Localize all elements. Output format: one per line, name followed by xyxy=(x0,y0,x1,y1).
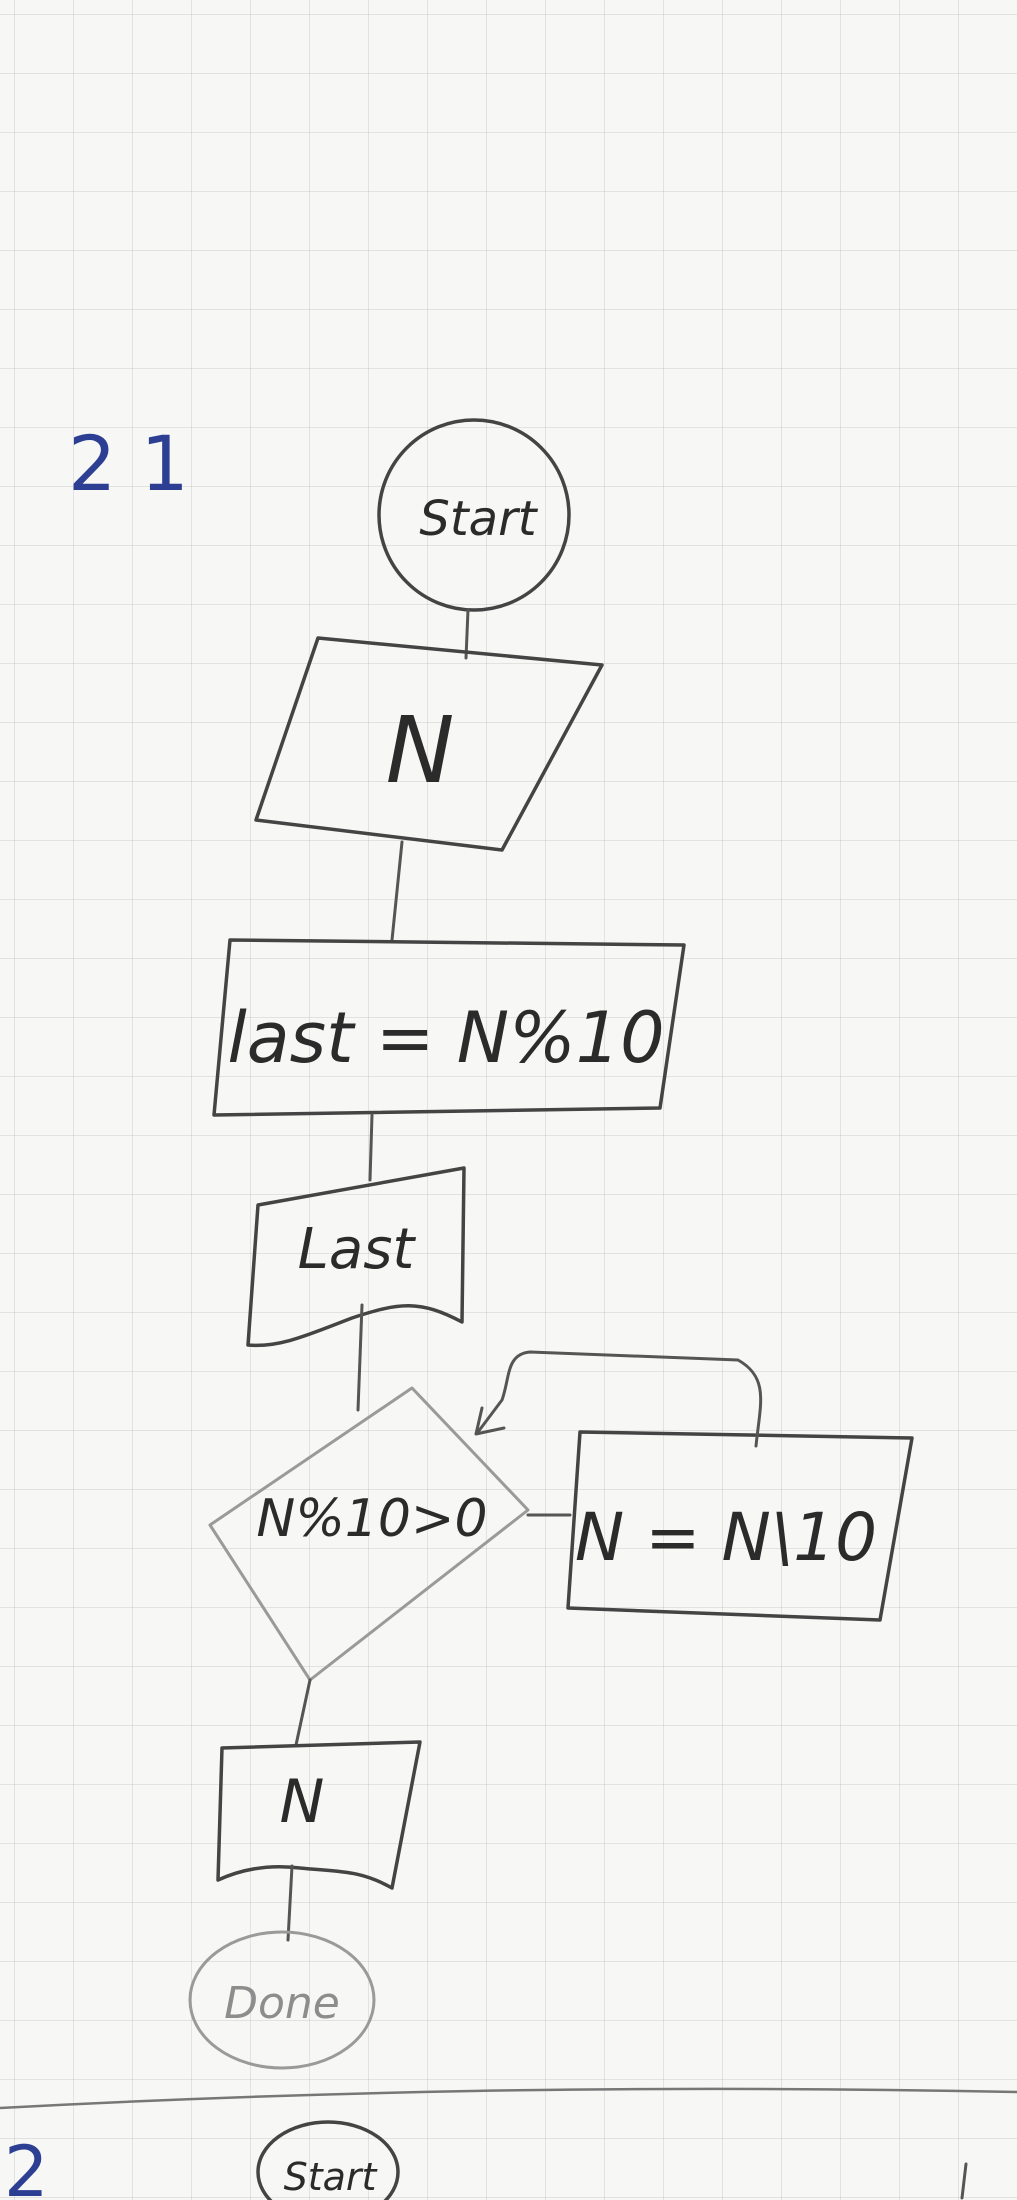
output-n-document xyxy=(216,1740,422,1890)
process-divide-node: N = N\10 xyxy=(566,1430,914,1622)
output-last-document xyxy=(246,1166,466,1348)
input-label: N xyxy=(386,697,455,804)
connector-decision-output xyxy=(294,1678,312,1747)
loop-back-arrow xyxy=(476,1350,763,1448)
loop-arrowhead xyxy=(474,1406,506,1436)
decision-node: N%10>0 xyxy=(208,1386,530,1682)
connector-start-input xyxy=(464,608,470,660)
exercise-number: 2 1 xyxy=(68,419,189,508)
process-divide-box xyxy=(566,1430,914,1622)
end-ellipse xyxy=(188,1930,376,2070)
process-last-box xyxy=(212,938,686,1117)
process-divide-label: N = N\10 xyxy=(575,1499,877,1576)
start-node: Start xyxy=(377,418,571,612)
next-start-label: Start xyxy=(284,2155,379,2199)
decision-label: N%10>0 xyxy=(256,1489,487,1549)
input-parallelogram xyxy=(254,636,604,852)
start-label: Start xyxy=(419,491,538,547)
output-n-label: N xyxy=(280,1767,325,1837)
next-exercise-number: 2 xyxy=(4,2131,49,2200)
end-node: Done xyxy=(188,1930,376,2070)
section-divider xyxy=(0,2087,1017,2110)
next-start-ellipse xyxy=(256,2120,400,2200)
end-label: Done xyxy=(224,1978,340,2029)
output-last-node: Last xyxy=(246,1166,466,1348)
start-circle xyxy=(377,418,571,612)
process-last-node: last = N%10 xyxy=(212,938,686,1117)
output-last-label: Last xyxy=(298,1217,417,1282)
next-start-node: Start xyxy=(256,2120,400,2200)
input-node: N xyxy=(254,636,604,852)
connector-process-output xyxy=(368,1113,374,1182)
connector-output-end xyxy=(286,1864,294,1942)
connector-input-process xyxy=(390,840,404,942)
output-n-node: N xyxy=(216,1740,422,1890)
process-last-label: last = N%10 xyxy=(227,997,664,1079)
stray-mark xyxy=(960,2162,968,2200)
connector-output-decision xyxy=(356,1303,364,1412)
